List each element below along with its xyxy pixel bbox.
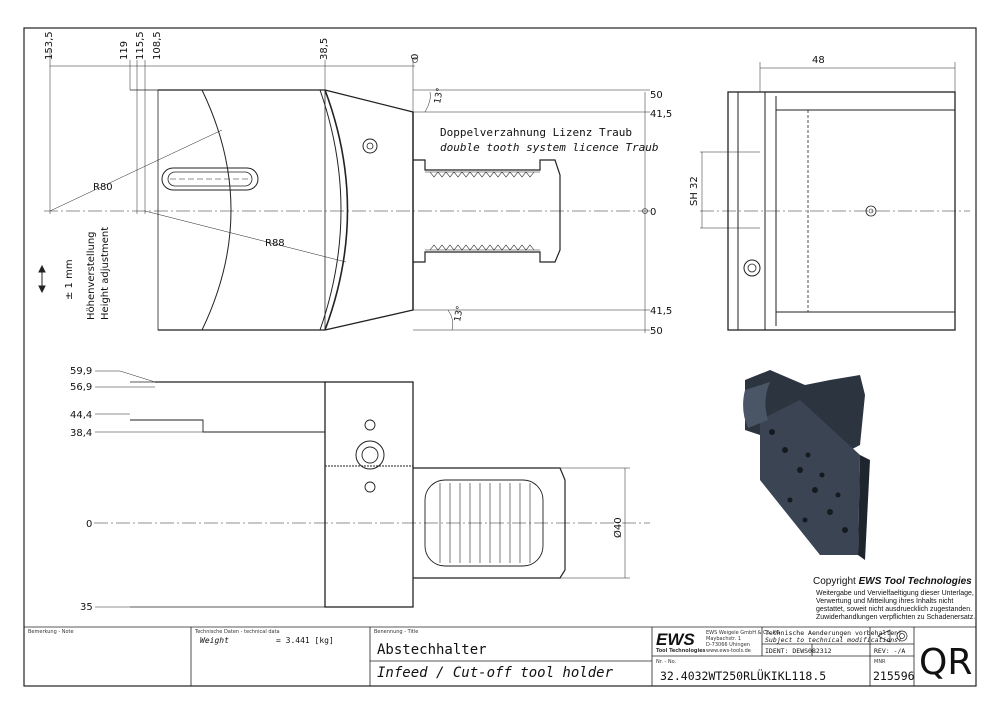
front-dim-4: 0 — [86, 519, 92, 530]
copyright-prefix: Copyright EWS Tool Technologies — [813, 576, 972, 587]
height-range: ± 1 mm — [64, 259, 75, 300]
dim-right-3: 41,5 — [650, 306, 672, 317]
tech-changes-de: Technische Aenderungen vorbehalten! — [765, 629, 902, 637]
dim-top-5: 0 — [410, 54, 421, 60]
height-en: Height adjustment — [100, 227, 111, 320]
radius-r88: R88 — [265, 238, 285, 249]
side-view — [700, 62, 970, 331]
nr-label: Nr. - No. — [656, 659, 677, 665]
dim-right-2: 0 — [650, 207, 656, 218]
front-dim-3: 38,4 — [70, 428, 92, 439]
part-number: 32.4032WT250RLÜKIKL118.5 — [660, 667, 826, 683]
mnr: 215596 — [873, 669, 915, 683]
front-view — [94, 370, 650, 608]
company-line-2: Maybachstr. 1 — [706, 636, 741, 642]
height-de: Höhenverstellung — [86, 231, 97, 320]
angle-top: 13° — [433, 87, 446, 104]
product-3d-render — [743, 370, 870, 560]
dim-top-2: 115,5 — [135, 31, 146, 60]
front-dim-5: 35 — [80, 602, 93, 613]
dim-right-0: 50 — [650, 90, 663, 101]
title-en: Infeed / Cut-off tool holder — [377, 665, 614, 681]
ews-logo-sub: Tool Technologies — [656, 648, 706, 654]
copyright-line-3: gestattet, soweit nicht ausdruecklich zu… — [816, 606, 972, 613]
company-line-4: www.ews-tools.de — [706, 648, 751, 654]
note-de: Doppelverzahnung Lizenz Traub — [440, 126, 632, 139]
copyright-line-2: Verwertung und Mitteilung ihres Inhalts … — [816, 598, 953, 605]
radius-r80: R80 — [93, 182, 113, 193]
dim-top-4: 38,5 — [319, 38, 330, 60]
front-dim-0: 59,9 — [70, 366, 92, 377]
rev: REV: -/A — [874, 647, 905, 655]
dim-right-4: 50 — [650, 326, 663, 337]
side-dim-48: 48 — [812, 55, 825, 66]
title-block — [24, 626, 976, 686]
dim-right-1: 41,5 — [650, 109, 672, 120]
angle-bottom: 13° — [453, 305, 466, 322]
copyright-line-4: Zuwiderhandlungen verpflichten zu Schade… — [816, 614, 975, 621]
title-label: Benennung - Title — [374, 629, 418, 635]
mnr-label: MNR — [874, 659, 886, 665]
dim-top-0: 153,5 — [44, 31, 55, 60]
front-dim-1: 56,9 — [70, 382, 92, 393]
company-line-1: EWS Weigele GmbH & Co. KG — [706, 630, 780, 636]
front-dim-diameter: Ø40 — [612, 517, 624, 538]
dim-top-1: 119 — [119, 41, 130, 60]
top-view — [38, 50, 650, 333]
ident: IDENT: DEWS082312 — [765, 647, 832, 655]
ews-logo: EWS — [656, 630, 695, 649]
dim-top-3: 108,5 — [152, 31, 163, 60]
title-de: Abstechhalter — [377, 642, 487, 658]
company-line-3: D-73066 Uhingen — [706, 642, 750, 648]
side-dim-sh: SH 32 — [689, 176, 700, 206]
remark-label: Bemerkung - Note — [28, 629, 74, 635]
qr-label: QR — [919, 642, 972, 683]
drawing-border — [23, 27, 977, 687]
front-dim-2: 44,4 — [70, 410, 92, 421]
copyright-line-1: Weitergabe und Vervielfaeltigung dieser … — [816, 590, 974, 597]
weight-value: = 3.441 [kg] — [276, 636, 334, 645]
note-en: double tooth system licence Traub — [440, 141, 659, 154]
tech-changes-en: Subject to technical modifications! — [765, 636, 902, 644]
tech-label: Technische Daten - technical data — [194, 629, 280, 635]
weight-label: Weight — [200, 636, 229, 645]
